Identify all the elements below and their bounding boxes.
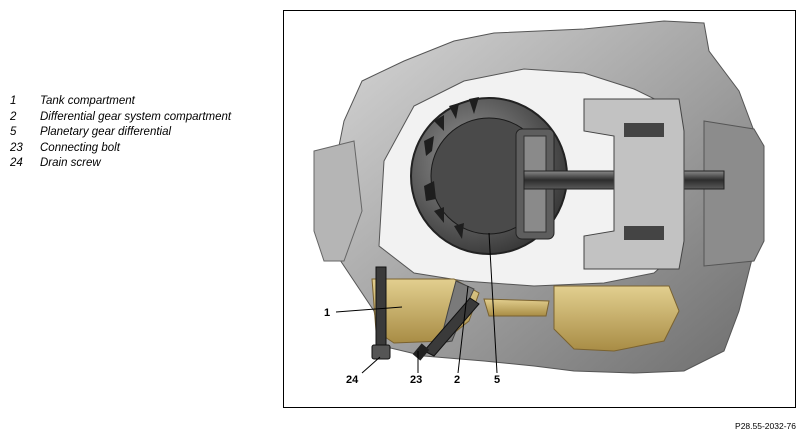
legend-number: 5 [10, 126, 17, 138]
left-mount [313, 140, 363, 262]
callout-2: 2 [454, 374, 460, 386]
upper-bearing [624, 123, 664, 137]
leader-line-2 [457, 285, 469, 374]
legend-item: 23 Connecting bolt [10, 141, 231, 157]
callout-23: 23 [410, 374, 422, 386]
legend-text: Planetary gear differential [40, 126, 172, 138]
drain-screw-head [371, 344, 391, 360]
right-flange [703, 120, 765, 267]
lower-bearing [624, 226, 664, 240]
leader-line-5 [488, 232, 498, 374]
callout-5: 5 [494, 374, 500, 386]
leader-line-1 [335, 306, 403, 313]
legend-text: Connecting bolt [40, 141, 120, 154]
reference-code: P28.55-2032-76 [735, 421, 796, 431]
legend-text: Tank compartment [40, 95, 135, 107]
legend-list: 1 Tank compartment 2 Differential gear s… [10, 94, 231, 172]
legend-item: 1 Tank compartment [10, 94, 231, 110]
legend-item: 2 Differential gear system compartment [10, 110, 231, 126]
legend-item: 5 Planetary gear differential [10, 125, 231, 141]
legend-text: Drain screw [40, 157, 101, 169]
legend-number: 23 [10, 141, 23, 154]
oil-passage [483, 298, 550, 317]
transmission-cutaway-illustration: 1 24 23 2 5 [313, 20, 765, 386]
gear-teeth [424, 97, 479, 239]
legend-text: Differential gear system compartment [40, 110, 232, 123]
legend-number: 2 [10, 110, 17, 123]
legend-number: 1 [10, 95, 17, 107]
drain-screw [375, 266, 387, 346]
callout-1: 1 [324, 307, 330, 319]
oil-differential-compartment [553, 285, 680, 352]
cutaway-figure: 1 24 23 2 5 [283, 10, 796, 408]
connecting-bolt-head [412, 343, 430, 361]
legend-number: 24 [10, 157, 23, 169]
legend-item: 24 Drain screw [10, 156, 231, 172]
callout-24: 24 [346, 374, 359, 386]
leader-line-24 [361, 356, 381, 374]
